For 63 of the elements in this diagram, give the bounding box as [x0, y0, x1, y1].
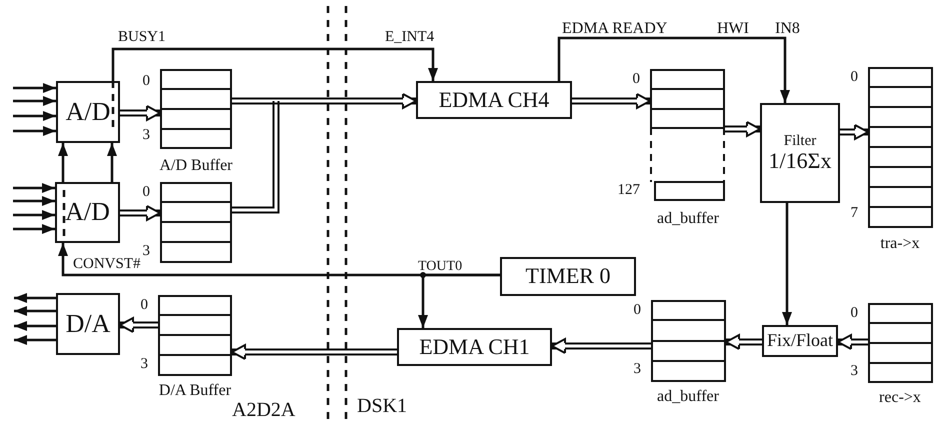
output-arrow — [14, 306, 56, 316]
buffer-caption: ad_buffer — [657, 389, 719, 405]
index-label: 0 — [142, 74, 150, 89]
index-label: 0 — [142, 185, 150, 200]
index-label: 0 — [632, 72, 640, 87]
box-label: D/A — [66, 310, 110, 338]
memory-buffer — [868, 303, 933, 382]
converter-box — [55, 182, 120, 243]
memory-buffer — [158, 295, 232, 375]
output-arrow — [14, 335, 56, 345]
box-label: EDMA CH1 — [419, 334, 530, 360]
output-arrow — [14, 293, 56, 303]
box-label: A/D — [66, 98, 110, 126]
index-label: 3 — [142, 244, 150, 259]
memory-buffer — [650, 69, 725, 201]
input-arrow — [13, 224, 55, 234]
filter-box — [760, 103, 840, 203]
memory-buffer — [868, 67, 933, 227]
box-label: Filter — [784, 132, 816, 150]
box-label: 1/16Σx — [768, 149, 832, 174]
box-label: EDMA CH4 — [438, 88, 550, 112]
index-label: 0 — [634, 303, 641, 318]
memory-buffer — [651, 300, 726, 381]
buffer-caption: rec->x — [879, 390, 921, 406]
converter-box — [56, 81, 120, 143]
input-arrow — [13, 83, 56, 93]
conversion-box — [762, 325, 838, 357]
memory-buffer — [160, 182, 232, 262]
index-label: 0 — [850, 306, 858, 321]
buffer-caption: tra->x — [880, 236, 920, 252]
input-arrow — [13, 126, 56, 136]
buffer-caption: D/A Buffer — [158, 383, 232, 399]
input-arrow — [13, 96, 56, 106]
process-box — [397, 328, 552, 366]
process-box — [416, 81, 572, 119]
index-label: 3 — [850, 364, 858, 379]
box-label: A/D — [65, 198, 110, 227]
timer-box — [500, 257, 636, 296]
signal-arrow — [782, 203, 792, 325]
converter-box — [56, 293, 120, 355]
signal-arrow — [58, 143, 68, 182]
signal-arrow — [112, 48, 438, 81]
box-label: TIMER 0 — [526, 264, 610, 289]
buffer-caption: ad_buffer — [657, 211, 719, 227]
box-label: Fix/Float — [766, 331, 833, 351]
signal-arrow — [418, 274, 500, 328]
input-arrow — [13, 210, 55, 220]
input-arrow — [13, 196, 55, 206]
index-label: 0 — [140, 298, 148, 313]
index-label: 3 — [140, 357, 148, 372]
output-arrow — [14, 321, 56, 331]
input-arrow — [13, 183, 55, 193]
signal-label: E_INT4 — [385, 30, 434, 45]
index-label: 0 — [850, 70, 858, 85]
buffer-caption: A/D Buffer — [159, 158, 233, 174]
index-label: 7 — [850, 206, 858, 221]
index-label: 3 — [634, 362, 641, 377]
signal-arrow — [107, 143, 117, 182]
input-arrow — [13, 111, 56, 121]
index-label: 3 — [142, 128, 150, 143]
signal-arrow — [558, 36, 790, 103]
memory-buffer — [160, 69, 232, 148]
index-label: 127 — [618, 183, 640, 198]
